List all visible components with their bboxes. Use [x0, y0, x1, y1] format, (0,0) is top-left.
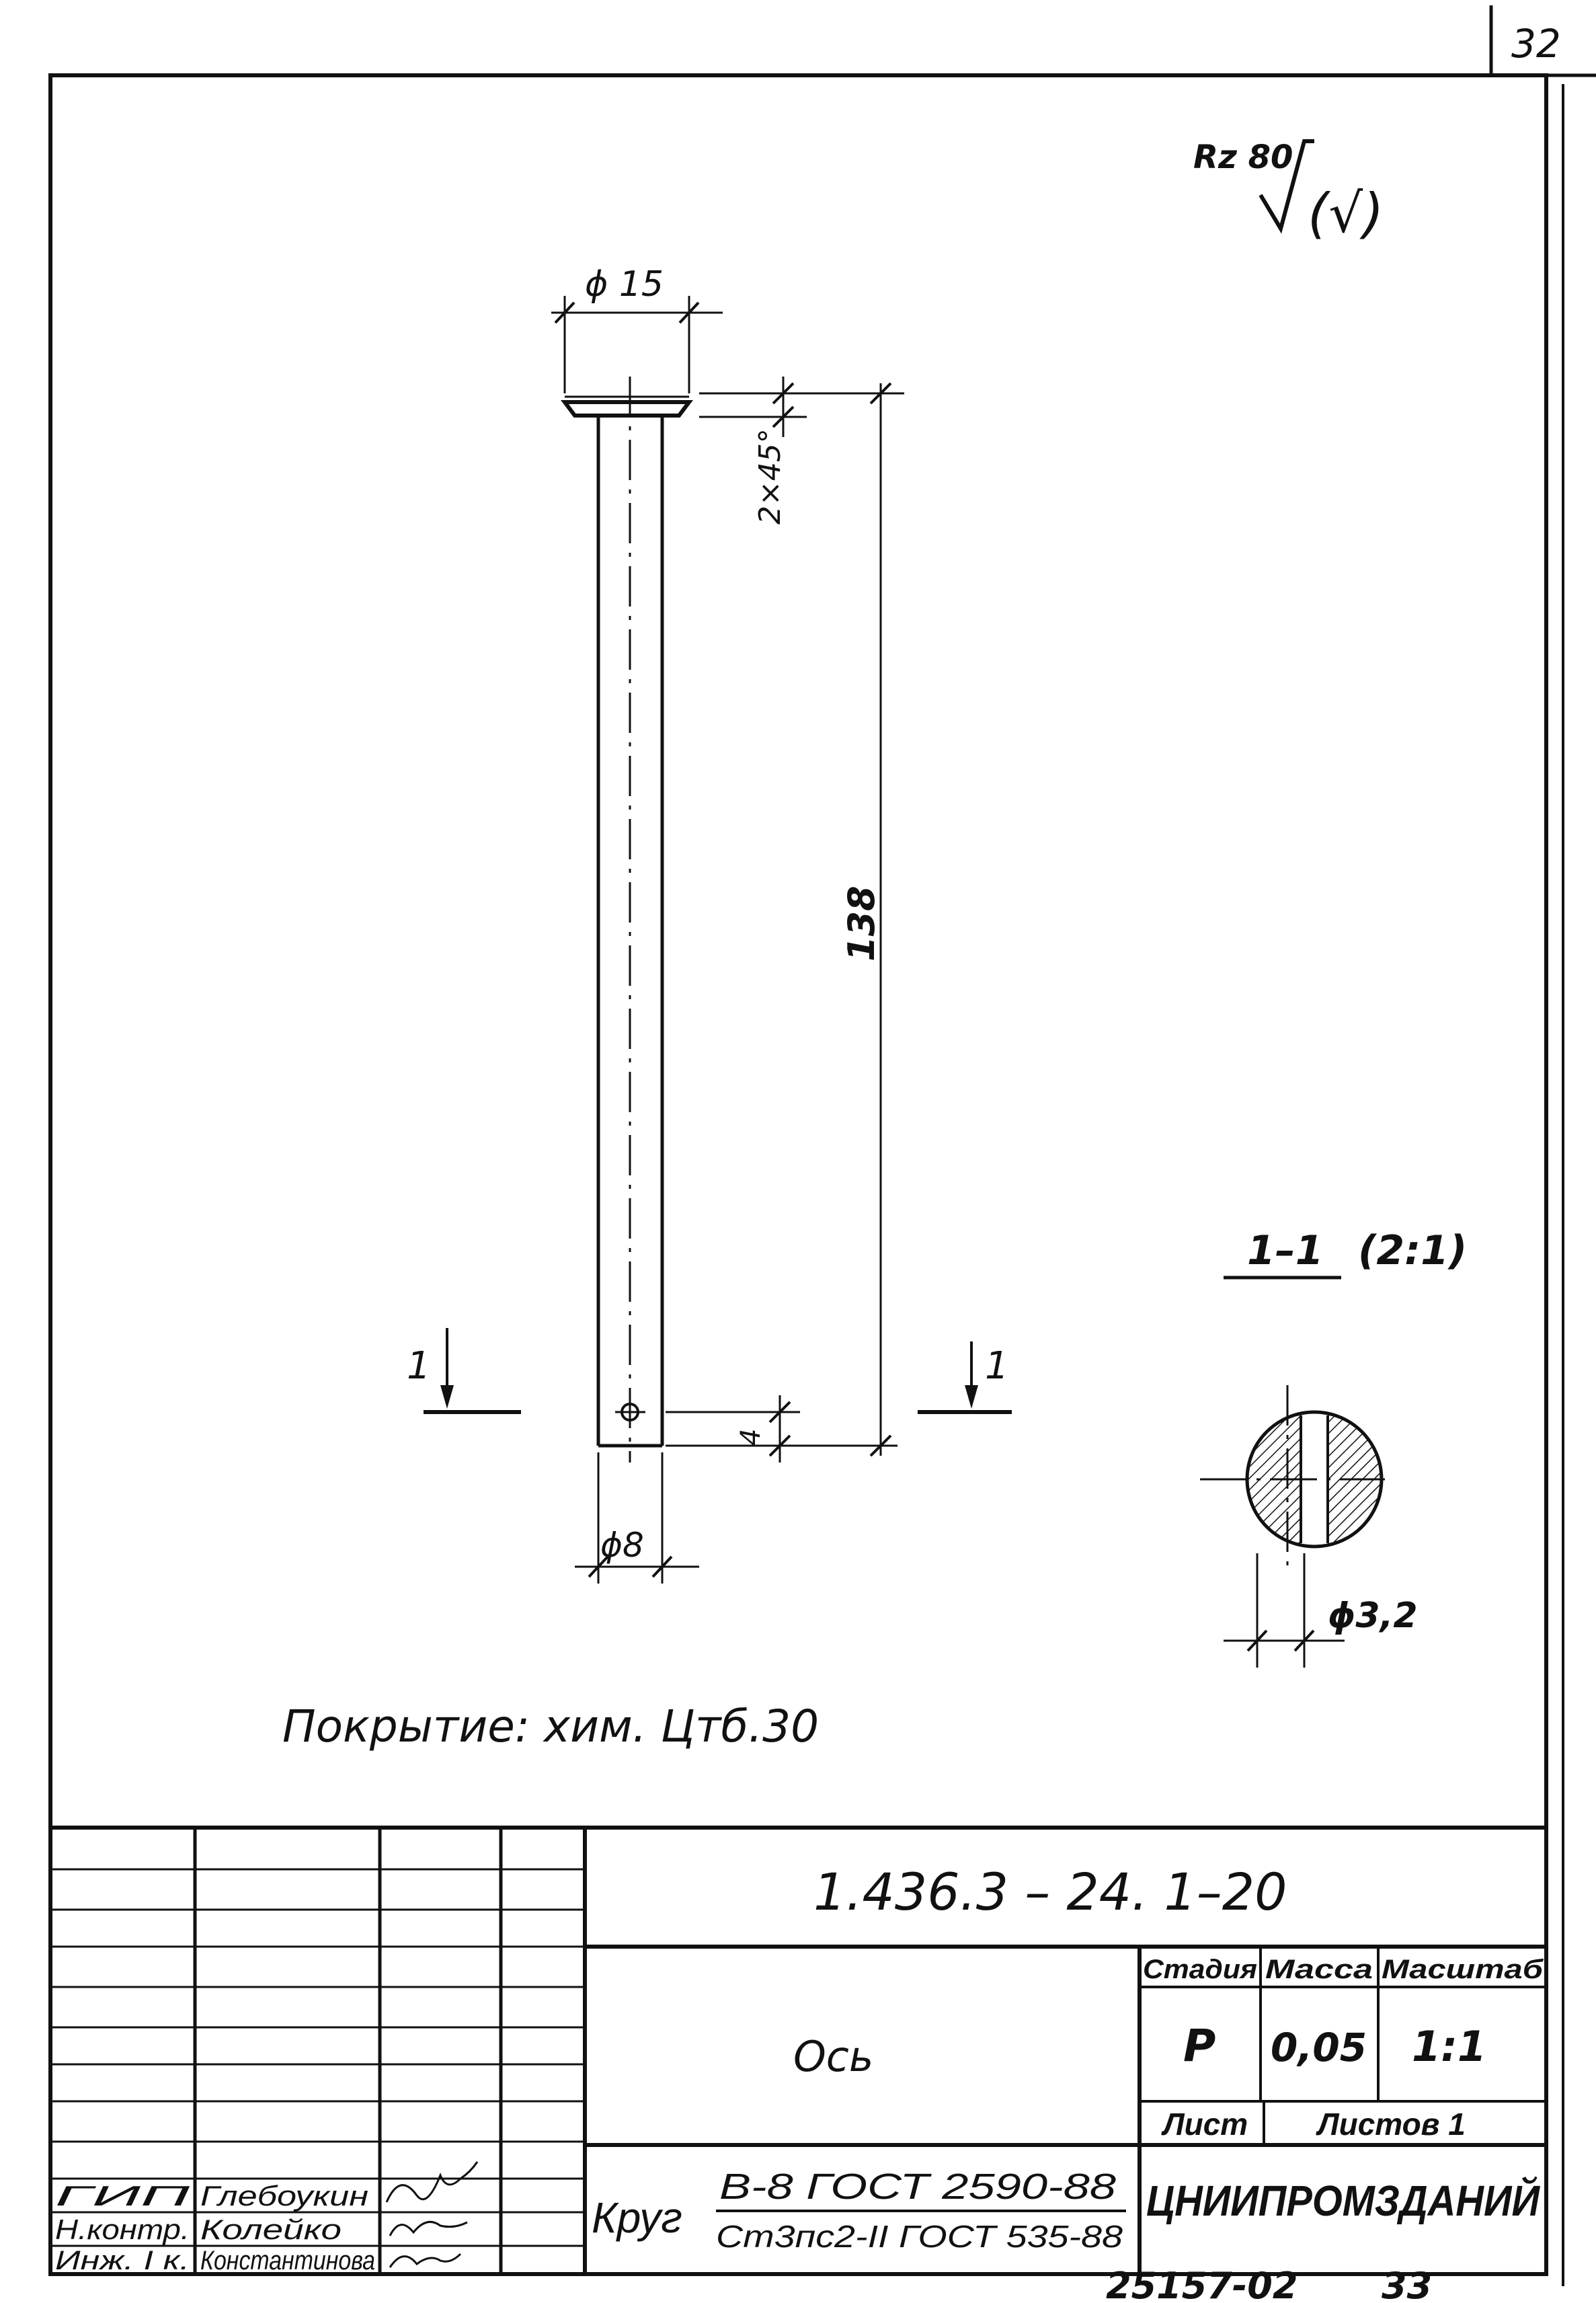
section-view	[1200, 1385, 1385, 1573]
sig-name-1: Глебоукин	[200, 2180, 368, 2212]
dim-hole-offset: 4	[666, 1395, 800, 1462]
dim-shaft-diameter: ϕ8	[575, 1452, 699, 1584]
cut-label-right: 1	[985, 1344, 1009, 1388]
sheets-label: Листов 1	[1316, 2107, 1466, 2142]
section-title-label: 1–1	[1247, 1227, 1324, 1274]
sig-role-2: Н.контр.	[55, 2214, 190, 2245]
part-name: Ось	[793, 2032, 873, 2081]
sheet-label: Лист	[1161, 2107, 1248, 2142]
value-mass: 0,05	[1271, 2025, 1367, 2070]
hole-offset-label: 4	[735, 1429, 766, 1446]
sig-name-3: Константинова	[200, 2246, 375, 2275]
sheet-frame	[48, 5, 1596, 2286]
handwritten-signatures	[385, 2161, 479, 2268]
value-scale: 1:1	[1412, 2022, 1486, 2071]
axle-view	[561, 377, 693, 1462]
header-scale: Масштаб	[1382, 1955, 1544, 1984]
dim-head-diameter: ϕ 15	[551, 264, 723, 393]
section-cut-markers: 1 1	[407, 1328, 1012, 1414]
organization: ЦНИИПРОМЗДАНИЙ	[1146, 2175, 1541, 2225]
coating-note: Покрытие: хим. Цтб.30	[282, 1701, 819, 1752]
dim-hole-diameter: ϕ3,2	[1224, 1553, 1418, 1668]
material-bottom: Ст3пс2-II ГОСТ 535-88	[716, 2219, 1123, 2254]
roughness-value: Rz 80	[1193, 139, 1293, 176]
title-block	[50, 1826, 1546, 2274]
sig-name-2: Колейко	[200, 2214, 342, 2245]
roughness-mark: Rz 80 (√)	[1193, 139, 1384, 245]
header-stage: Стадия	[1143, 1955, 1257, 1984]
value-stage: Р	[1183, 2020, 1215, 2072]
roughness-general: (√)	[1308, 182, 1384, 245]
header-mass: Масса	[1265, 1955, 1373, 1984]
length-label: 138	[840, 886, 883, 962]
section-scale-label: (2:1)	[1358, 1227, 1467, 1274]
section-title: 1–1 (2:1)	[1224, 1227, 1467, 1280]
material-top: В-8 ГОСТ 2590-88	[719, 2167, 1116, 2207]
designation: 1.436.3 – 24. 1–20	[813, 1862, 1287, 1922]
cut-label-left: 1	[407, 1344, 431, 1388]
shaft-diameter-label: ϕ8	[600, 1526, 644, 1565]
sig-role-3: Инж. I к.	[55, 2246, 190, 2275]
sheet-number: 32	[1511, 21, 1561, 67]
dim-length: 2×45° 138	[666, 377, 904, 1457]
footer-page: 33	[1382, 2265, 1432, 2303]
hole-diameter-label: ϕ3,2	[1328, 1596, 1418, 1636]
footer-code: 25157-02	[1106, 2265, 1298, 2303]
chamfer-label: 2×45°	[753, 428, 787, 524]
head-diameter-label: ϕ 15	[585, 264, 664, 305]
sig-role-1: ГИП	[55, 2180, 190, 2212]
material-prefix: Круг	[592, 2193, 682, 2242]
